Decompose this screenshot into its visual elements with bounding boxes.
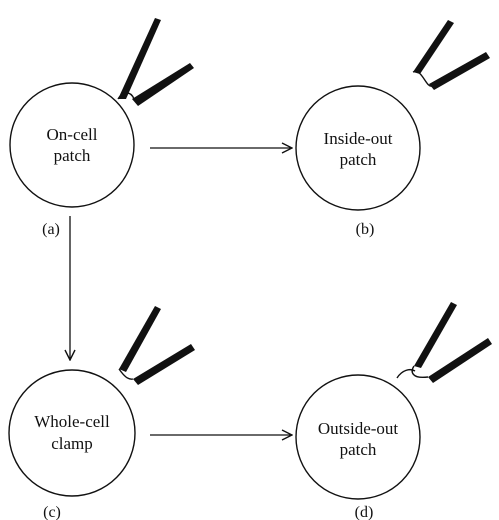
panel-a: On-cell patch (a)	[9, 18, 194, 238]
panel-b-tag: (b)	[356, 221, 375, 238]
panel-d-tag: (d)	[355, 504, 374, 520]
cell-d-label-line2: patch	[340, 440, 377, 459]
cell-d	[295, 374, 421, 500]
panel-d: Outside-out patch (d)	[295, 302, 492, 520]
cell-c-label-line2: clamp	[51, 434, 93, 453]
pipette-icon	[412, 20, 490, 90]
panel-c-tag: (c)	[43, 504, 61, 520]
pipette-icon	[118, 306, 195, 385]
cell-b-label-line1: Inside-out	[324, 129, 393, 148]
cell-b-label-line2: patch	[340, 150, 377, 169]
pipette-icon	[396, 302, 492, 383]
panel-a-tag: (a)	[42, 221, 60, 238]
cell-a	[9, 82, 135, 208]
cell-a-label-line1: On-cell	[47, 125, 98, 144]
cell-d-label-line1: Outside-out	[318, 419, 399, 438]
cell-a-label-line2: patch	[54, 146, 91, 165]
panel-c: Whole-cell clamp (c)	[8, 306, 195, 520]
cell-c	[8, 369, 136, 497]
panel-b: Inside-out patch (b)	[295, 20, 490, 238]
cell-b	[295, 85, 421, 211]
pipette-icon	[117, 18, 194, 106]
cell-c-label-line1: Whole-cell	[34, 412, 110, 431]
